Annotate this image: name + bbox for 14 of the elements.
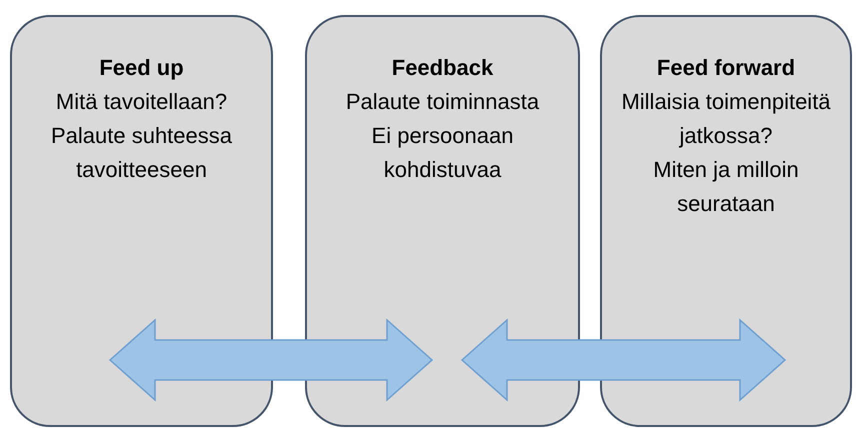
body-text: Mitä tavoitellaan? <box>54 88 228 116</box>
body-text: Palaute toiminnasta <box>344 88 540 116</box>
heading: Feed up <box>98 54 185 82</box>
body-text: Ei persoonaan kohdistuvaa <box>370 122 514 184</box>
heading: Feed forward <box>656 54 796 82</box>
rounded-box <box>600 15 852 427</box>
double-arrow <box>460 318 786 402</box>
rounded-box <box>10 15 273 427</box>
heading: Feedback <box>390 54 494 82</box>
double-arrow <box>108 318 434 402</box>
body-text: Miten ja milloin seurataan <box>652 156 800 218</box>
rounded-box <box>305 15 580 427</box>
body-text: Palaute suhteessa tavoitteeseen <box>50 122 234 184</box>
body-text: Millaisia toimenpiteitä jatkossa? <box>620 88 832 150</box>
